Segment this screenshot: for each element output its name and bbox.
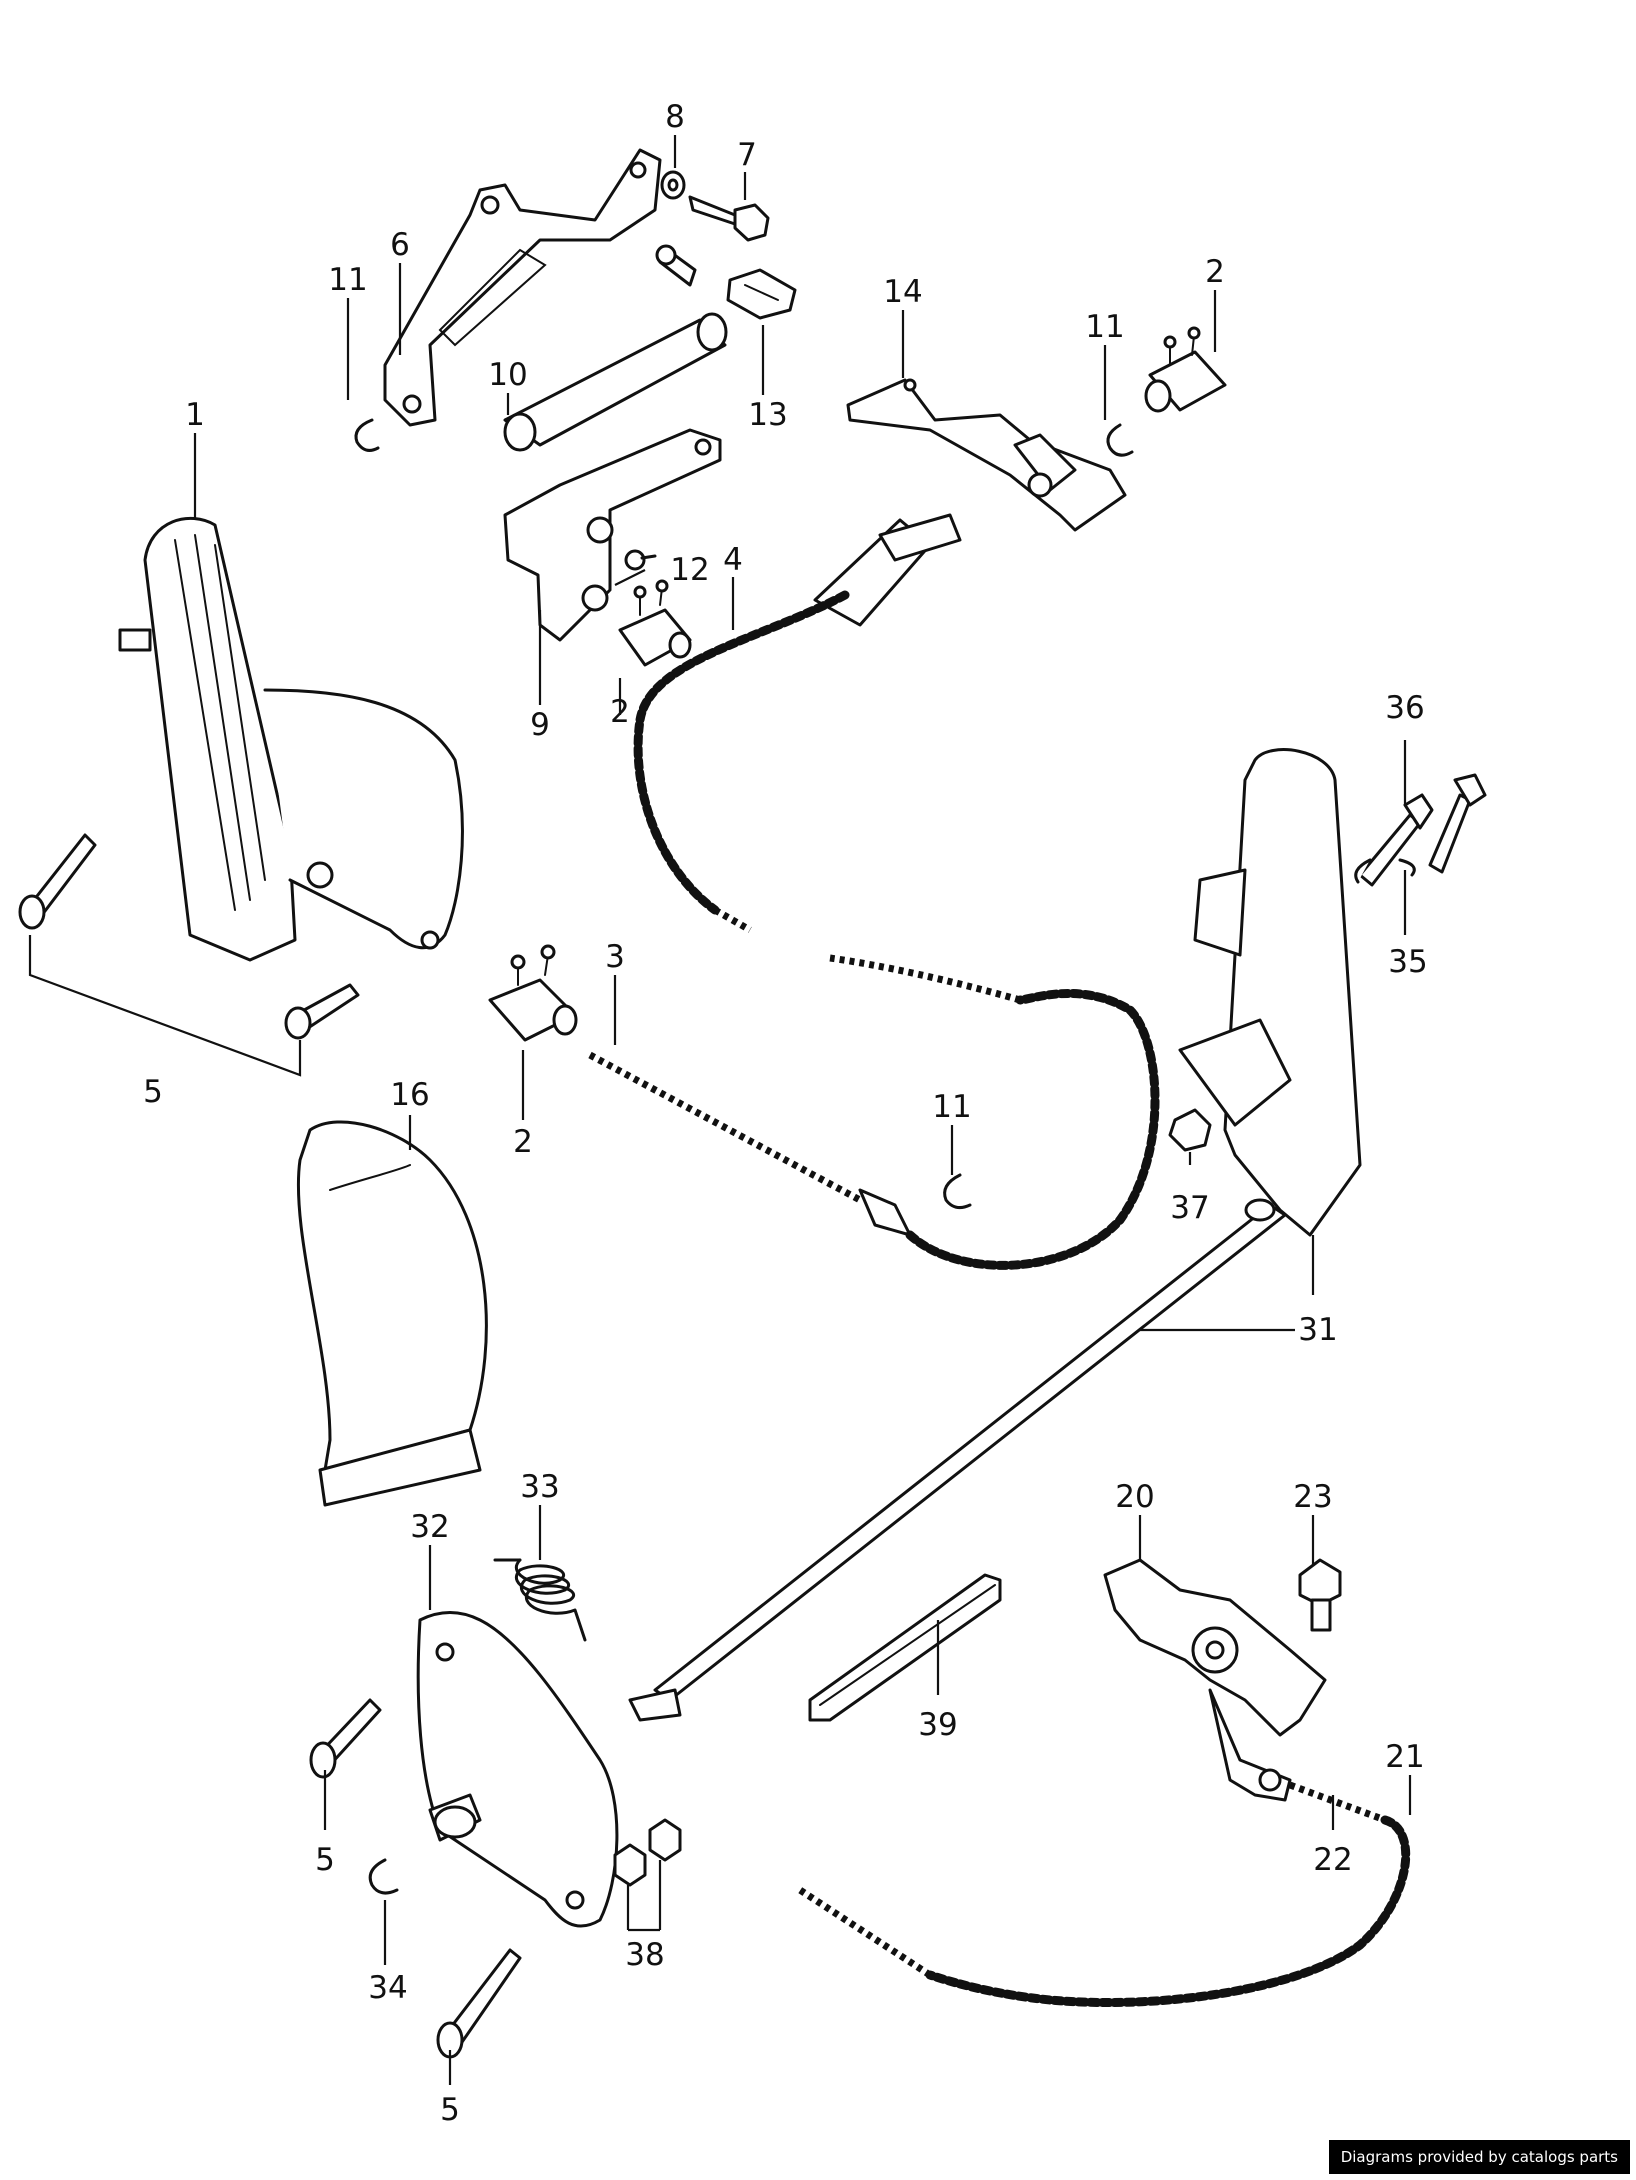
clip-35[interactable]: [1354, 858, 1416, 884]
rod-10[interactable]: [503, 312, 728, 452]
label-38: 38: [625, 1937, 664, 1973]
plate-32[interactable]: [416, 1611, 619, 1928]
label-8: 8: [665, 99, 685, 135]
label-31: 31: [1298, 1312, 1337, 1348]
screw-5-mid[interactable]: [284, 983, 360, 1040]
bolts-36[interactable]: [1358, 773, 1487, 887]
label-35: 35: [1388, 944, 1427, 980]
pedal-1[interactable]: [118, 516, 464, 962]
label-7: 7: [737, 137, 757, 173]
label-5-bottom: 5: [440, 2092, 460, 2128]
screw-5-lower[interactable]: [309, 1698, 382, 1779]
pedal-31[interactable]: [628, 748, 1362, 1722]
label-12: 12: [670, 552, 709, 588]
e-clip-11-top[interactable]: [354, 418, 380, 452]
label-34: 34: [368, 1970, 407, 2006]
label-21: 21: [1385, 1739, 1424, 1775]
credit-banner: Diagrams provided by catalogs parts: [1328, 2140, 1630, 2174]
bracket-9[interactable]: [503, 428, 722, 642]
cable-end-2-upper[interactable]: [618, 579, 692, 667]
label-2-upper: 2: [610, 694, 630, 730]
e-clip-34[interactable]: [368, 1858, 399, 1895]
pad-16[interactable]: [296, 1120, 488, 1507]
label-20: 20: [1115, 1479, 1154, 1515]
label-6: 6: [390, 227, 410, 263]
label-1: 1: [185, 397, 205, 433]
label-5-mid: 5: [315, 1842, 335, 1878]
e-clip-11-mid[interactable]: [943, 1173, 972, 1210]
pin-on-bracket[interactable]: [655, 244, 697, 287]
label-16: 16: [390, 1077, 429, 1113]
label-13: 13: [748, 397, 787, 433]
label-2-right: 2: [1205, 254, 1225, 290]
label-14: 14: [883, 274, 922, 310]
label-36: 36: [1385, 690, 1424, 726]
bracket-14[interactable]: [846, 378, 1127, 532]
label-11-top: 11: [328, 262, 367, 298]
lever-20[interactable]: [1103, 1558, 1327, 1802]
label-10: 10: [488, 357, 527, 393]
spring-33[interactable]: [493, 1558, 587, 1642]
label-9: 9: [530, 707, 550, 743]
label-39: 39: [918, 1707, 957, 1743]
nut-37[interactable]: [1168, 1108, 1212, 1152]
label-33: 33: [520, 1469, 559, 1505]
bolt-23[interactable]: [1298, 1558, 1342, 1632]
nuts-38[interactable]: [613, 1818, 682, 1887]
cable-21[interactable]: [798, 1781, 1411, 2008]
cable-end-2-right[interactable]: [1144, 326, 1227, 413]
washer-8[interactable]: [660, 170, 686, 200]
clip-13[interactable]: [726, 268, 797, 320]
screw-5-bottom[interactable]: [436, 1948, 522, 2059]
label-2-lower: 2: [513, 1124, 533, 1160]
cable-3[interactable]: [588, 954, 1160, 1270]
label-5-left: 5: [143, 1074, 163, 1110]
strip-39[interactable]: [808, 1573, 1002, 1722]
label-11-right: 11: [1085, 309, 1124, 345]
callout-labels: 1 11 6 8 7 10 13 14 11 2 12 4 9 2 36 35 …: [143, 99, 1428, 2128]
cable-end-2-lower[interactable]: [488, 944, 578, 1042]
e-clip-11-right[interactable]: [1106, 423, 1134, 457]
screw-5-left[interactable]: [18, 833, 97, 930]
label-11-mid: 11: [932, 1089, 971, 1125]
label-32: 32: [410, 1509, 449, 1545]
label-37: 37: [1170, 1190, 1209, 1226]
label-3: 3: [605, 939, 625, 975]
leader-lines: [28, 135, 1412, 2085]
bracket-6[interactable]: [383, 148, 662, 427]
screw-12[interactable]: [624, 549, 657, 571]
bolt-7[interactable]: [688, 195, 770, 242]
cable-4[interactable]: [633, 513, 962, 934]
label-22: 22: [1313, 1842, 1352, 1878]
label-23: 23: [1293, 1479, 1332, 1515]
label-4: 4: [723, 542, 743, 578]
